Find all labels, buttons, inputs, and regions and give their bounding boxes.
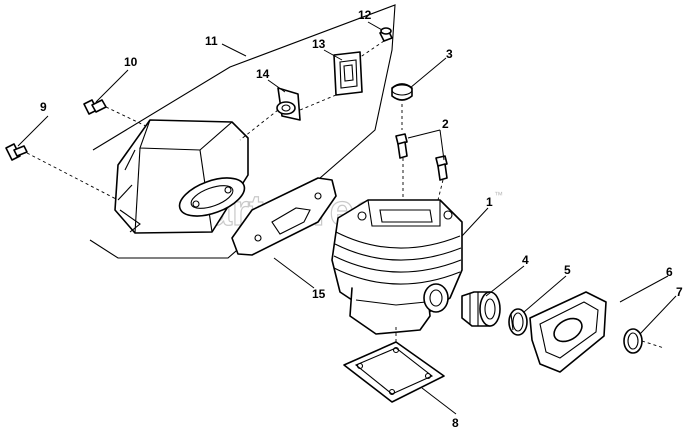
callout-2: 2 xyxy=(442,117,449,131)
intake-boot-part-4 xyxy=(461,291,501,327)
callout-13: 13 xyxy=(312,37,326,51)
callout-14: 14 xyxy=(256,67,270,81)
base-gasket-part-8 xyxy=(343,326,445,403)
flange-part-6 xyxy=(529,291,607,373)
callout-5: 5 xyxy=(564,263,571,277)
callout-labels: 9 10 11 12 13 14 3 2 1 4 5 6 7 8 15 xyxy=(40,8,683,430)
callout-11: 11 xyxy=(205,34,218,48)
muffler-gasket-part-15 xyxy=(231,177,337,256)
spark-screen-part-13 xyxy=(299,51,363,111)
muffler-assembly-outline xyxy=(89,4,396,259)
callout-1: 1 xyxy=(486,195,493,209)
clamp-ring-part-5 xyxy=(508,308,528,336)
leader-lines xyxy=(17,21,677,415)
callout-6: 6 xyxy=(666,265,673,279)
watermark-trademark: ™ xyxy=(494,190,503,200)
bolt-part-10 xyxy=(83,99,151,129)
bolts-part-2 xyxy=(395,133,448,205)
screw-part-12 xyxy=(355,27,393,61)
muffler-body xyxy=(114,119,249,234)
callout-4: 4 xyxy=(522,253,529,267)
callout-10: 10 xyxy=(124,55,138,69)
callout-3: 3 xyxy=(446,47,453,61)
callout-12: 12 xyxy=(358,8,372,22)
callout-9: 9 xyxy=(40,100,47,114)
plug-part-3 xyxy=(391,83,413,130)
callout-15: 15 xyxy=(312,287,326,301)
o-ring-part-7 xyxy=(623,328,665,354)
callout-7: 7 xyxy=(676,285,683,299)
cylinder-part-1 xyxy=(331,199,463,335)
deflector-part-14 xyxy=(239,87,301,141)
bolt-part-9 xyxy=(5,143,119,201)
callout-8: 8 xyxy=(452,416,459,430)
